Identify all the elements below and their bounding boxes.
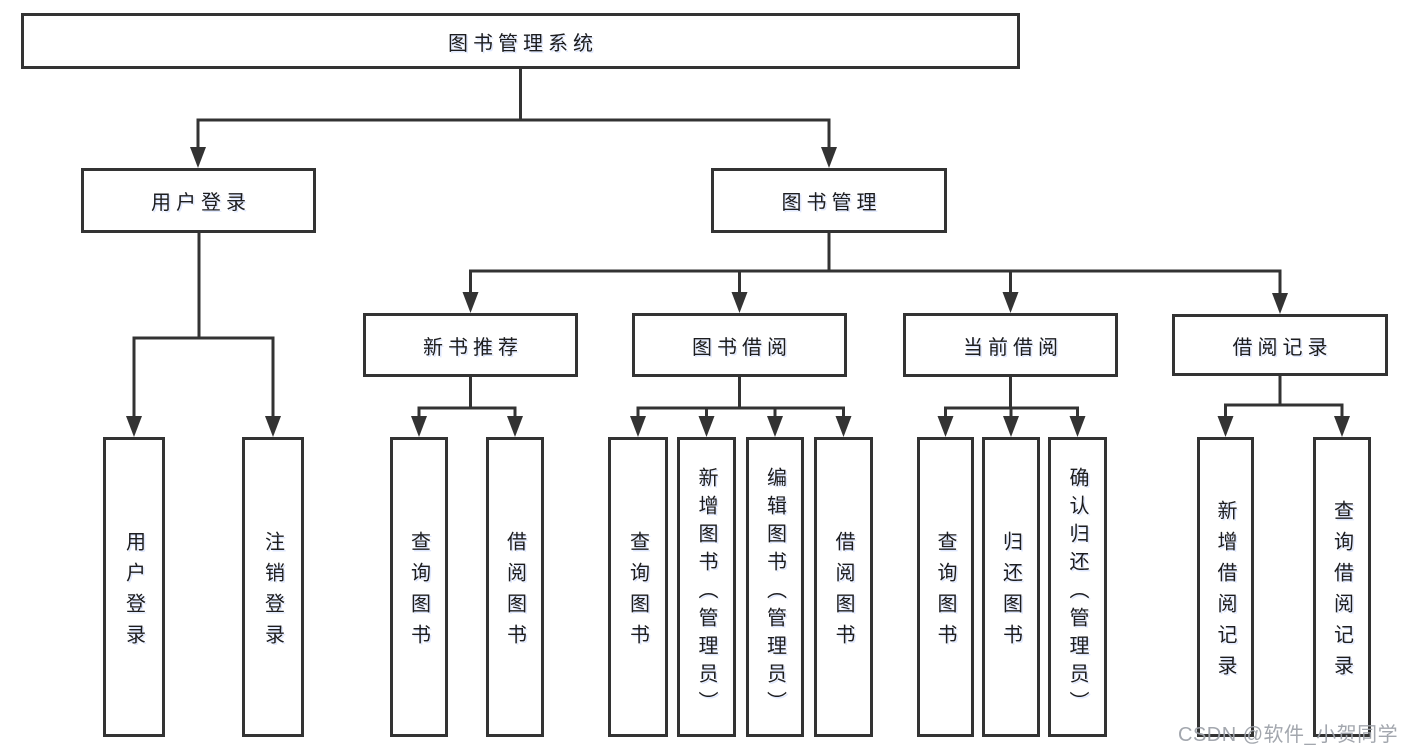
node-leaf-br-add-record: 新增借阅记录 bbox=[1197, 437, 1254, 737]
node-leaf-user-login: 用户登录 bbox=[103, 437, 165, 737]
node-current-borrowing: 当前借阅 bbox=[903, 313, 1118, 377]
node-leaf-br-query-record: 查询借阅记录 bbox=[1313, 437, 1371, 737]
node-leaf-logout: 注销登录 bbox=[242, 437, 304, 737]
csdn-watermark: CSDN @软件_小贺同学 bbox=[1178, 724, 1399, 746]
node-leaf-bb-add-books-admin: 新增图书（管理员） bbox=[677, 437, 736, 737]
node-borrow-records: 借阅记录 bbox=[1172, 314, 1388, 376]
node-book-management: 图书管理 bbox=[711, 168, 947, 233]
arrowheads bbox=[126, 147, 1350, 437]
node-leaf-cb-return-books: 归还图书 bbox=[982, 437, 1040, 737]
node-leaf-bb-borrow-books: 借阅图书 bbox=[814, 437, 873, 737]
node-leaf-bb-query-books: 查询图书 bbox=[608, 437, 668, 737]
node-book-borrowing: 图书借阅 bbox=[632, 313, 847, 377]
node-user-login: 用户登录 bbox=[81, 168, 316, 233]
node-leaf-nbr-borrow-books: 借阅图书 bbox=[486, 437, 544, 737]
node-new-book-recommend: 新书推荐 bbox=[363, 313, 578, 377]
node-leaf-cb-confirm-return-admin: 确认归还（管理员） bbox=[1048, 437, 1107, 737]
node-leaf-bb-edit-books-admin: 编辑图书（管理员） bbox=[746, 437, 804, 737]
node-leaf-cb-query-books: 查询图书 bbox=[917, 437, 974, 737]
node-root-library-management-system: 图书管理系统 bbox=[21, 13, 1020, 69]
node-leaf-nbr-query-books: 查询图书 bbox=[390, 437, 448, 737]
